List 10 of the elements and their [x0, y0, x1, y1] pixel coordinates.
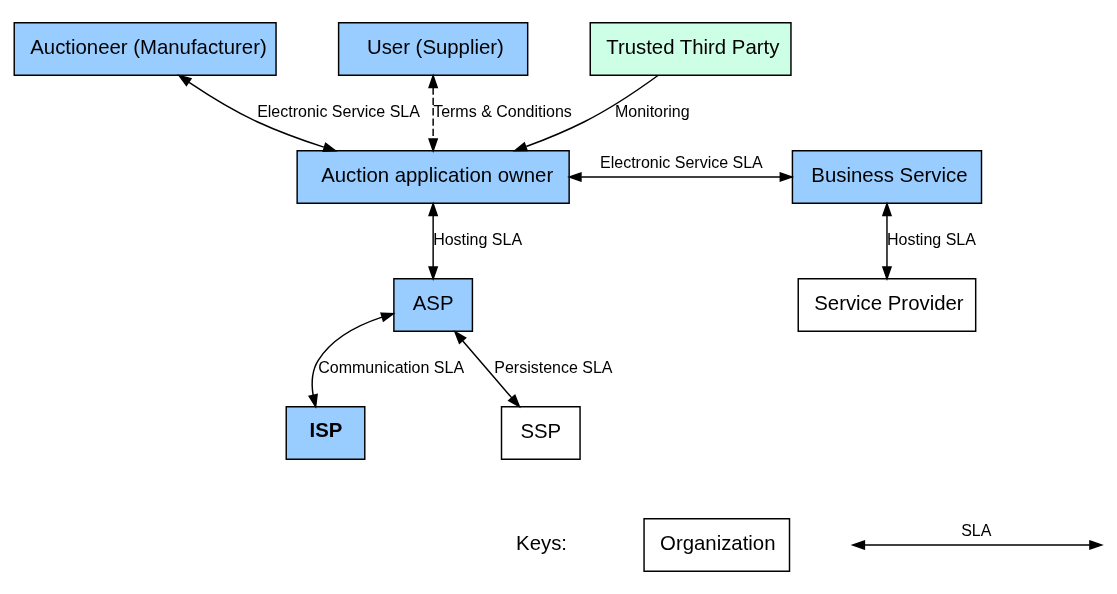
edge-label: Communication SLA — [318, 359, 465, 377]
edge-label: Electronic Service SLA — [257, 103, 420, 121]
legend-label: SLA — [961, 521, 992, 539]
edge-label: Terms & Conditions — [433, 103, 572, 121]
label: Keys: — [516, 532, 567, 555]
edge-label: Hosting SLA — [886, 231, 976, 249]
edge-label: Hosting SLA — [433, 231, 523, 249]
edge-label: Electronic Service SLA — [600, 153, 763, 171]
edge-label: Monitoring — [614, 103, 690, 121]
edge-label: Persistence SLA — [494, 359, 613, 377]
